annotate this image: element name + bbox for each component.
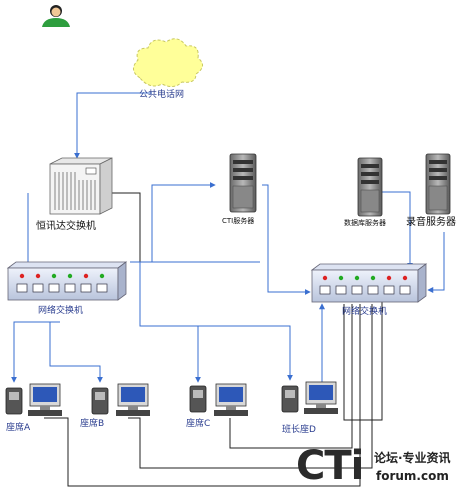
seat-c-label: 座席C [186, 419, 211, 429]
seat-d-phone-icon [281, 385, 299, 413]
connection-lines [11, 92, 445, 487]
link-rec-switch [427, 232, 445, 293]
watermark-url: forum.com [376, 469, 449, 483]
caller-icon [42, 5, 70, 27]
link-pbx-cti [151, 182, 216, 262]
pstn-cloud-icon [133, 38, 203, 88]
link-db-switch [382, 191, 413, 269]
pstn-label: 公共电话网 [139, 90, 185, 100]
cti-server-icon [229, 153, 257, 213]
seat-a-phone-icon [5, 387, 23, 415]
link-pstn-pbx [74, 92, 152, 159]
switch-right-icon [310, 263, 428, 303]
link-seat-recorder [343, 300, 383, 421]
link-cti-switch [262, 184, 311, 295]
watermark-logo: CTi [296, 443, 364, 489]
seat-b-phone-icon [91, 387, 109, 415]
db-server-icon [357, 157, 383, 217]
seat-d-computer-icon [304, 381, 338, 414]
pbx-icon [49, 157, 113, 215]
cti-server-label: CTI服务器 [222, 217, 255, 225]
seat-c-phone-icon [189, 385, 207, 413]
pbx-label: 恒讯达交换机 [36, 221, 96, 232]
switch-right-label: 网络交换机 [342, 307, 388, 317]
seat-a-computer-icon [28, 383, 62, 416]
seat-b-label: 座席B [80, 419, 105, 429]
seat-c-computer-icon [214, 383, 248, 416]
seat-d-label: 班长座D [282, 425, 316, 435]
watermark-tagline: 论坛·专业资讯 [374, 451, 451, 465]
link-switch-seatC [139, 262, 201, 383]
db-server-label: 数据库服务器 [344, 219, 386, 227]
switch-left-label: 网络交换机 [38, 306, 84, 316]
link-pcC-switch [229, 304, 353, 449]
recording-server-label: 录音服务器 [406, 217, 456, 228]
switch-left-icon [6, 261, 128, 301]
link-pcA-switch [44, 304, 361, 487]
link-pbx-trunk [110, 192, 141, 262]
link-switch-seatD [140, 325, 293, 381]
seat-b-computer-icon [116, 383, 150, 416]
link-pcB-switch [128, 304, 373, 469]
link-switch-seatA [11, 321, 60, 383]
recording-server-icon [425, 153, 451, 215]
link-switch-seatB [49, 322, 103, 383]
seat-a-label: 座席A [6, 423, 31, 433]
